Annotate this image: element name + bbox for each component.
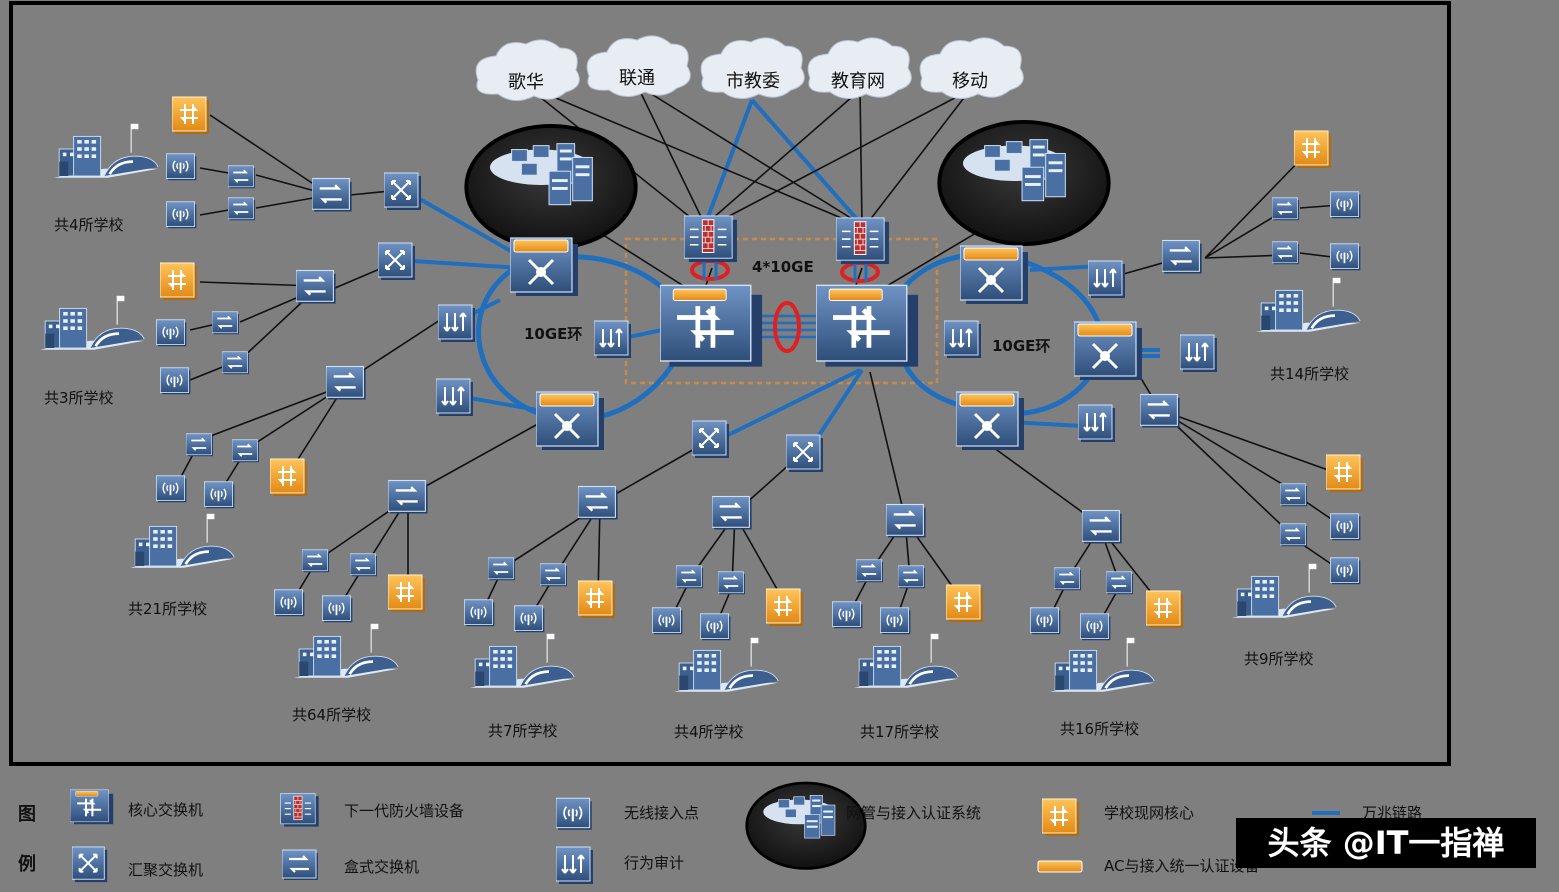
core-switch-right (816, 285, 918, 366)
school-count-label: 共9所学校 (1244, 650, 1314, 668)
school-count-label: 共17所学校 (860, 723, 939, 741)
left-ring-label: 10GE环 (524, 325, 582, 343)
legend-title-2: 例 (18, 853, 36, 875)
legend-audit-label: 行为审计 (624, 854, 684, 872)
agg-ac-switch (510, 236, 580, 298)
legend-firewall-icon (280, 792, 320, 828)
agg-switch (786, 434, 824, 473)
legend-audit-icon (556, 846, 594, 885)
school-count-label: 共3所学校 (44, 389, 114, 407)
school-group-g4a: 共4所学校 (52, 122, 160, 234)
box-switch (1162, 239, 1203, 275)
audit-device (594, 320, 632, 359)
legend-firewall-label: 下一代防火墙设备 (344, 802, 464, 820)
legend-box-switch-label: 盒式交换机 (344, 858, 419, 876)
school-group-g9: 共9所学校 (1230, 562, 1338, 668)
school-count-label: 共16所学校 (1060, 720, 1139, 738)
audit-device (1078, 404, 1116, 443)
box-switch (388, 479, 429, 515)
box-switch (296, 269, 337, 305)
legend-link-label: 万兆链路 (1362, 804, 1422, 822)
legend-title-1: 图 (18, 804, 36, 825)
legend-agg-switch-label: 汇聚交换机 (128, 861, 203, 879)
audit-device (944, 320, 982, 359)
cloud-label: 联通 (619, 68, 655, 89)
audit-device (436, 378, 474, 417)
school-count-label: 共7所学校 (488, 722, 558, 740)
agg-ac-switch (956, 390, 1026, 452)
school-group-g21: 共21所学校 (128, 512, 236, 618)
legend-agg-switch-icon (72, 846, 109, 884)
trunk-marker (773, 301, 801, 353)
management-auth-system-left (464, 123, 638, 250)
box-switch (886, 503, 927, 539)
core-switch-left (660, 285, 762, 366)
cloud-label: 教育网 (831, 71, 885, 92)
legend-core-switch-icon (70, 788, 114, 826)
core-dashed-box (624, 237, 939, 385)
agg-switch (378, 242, 416, 281)
legend-school-core-icon (1042, 798, 1080, 837)
legend-ap-label: 无线接入点 (624, 804, 699, 822)
agg-switch (692, 420, 730, 459)
school-count-label: 共4所学校 (54, 216, 124, 234)
watermark: 头条 @IT一指禅 (1236, 818, 1536, 868)
school-group-g16: 共16所学校 (1048, 636, 1156, 738)
trunk-label: 4*10GE (752, 258, 814, 276)
legend-mgmt-icon (745, 781, 867, 871)
cloud-label: 歌华 (508, 72, 544, 93)
school-group-g3: 共3所学校 (38, 294, 146, 407)
school-group-g4b: 共4所学校 (672, 636, 780, 741)
agg-ac-switch (536, 390, 606, 452)
cloud-yidong: 移动 (919, 37, 1024, 99)
legend-ac-label: AC与接入统一认证设备 (1104, 857, 1259, 875)
legend-box-switch-icon (282, 848, 320, 882)
school-group-g7: 共7所学校 (468, 632, 576, 740)
school-count-label: 共21所学校 (128, 600, 207, 618)
agg-ac-switch (960, 244, 1030, 306)
box-switch (1082, 509, 1123, 545)
agg-ac-switch (1074, 320, 1144, 382)
audit-device (1088, 260, 1126, 299)
box-switch (578, 485, 619, 521)
school-count-label: 共14所学校 (1270, 365, 1349, 383)
school-count-label: 共4所学校 (674, 723, 744, 741)
legend-ac-icon (1037, 860, 1083, 873)
cloud-shijiaowei: 市教委 (700, 37, 805, 99)
box-switch (1140, 393, 1181, 429)
legend-core-switch-label: 核心交换机 (128, 801, 203, 819)
management-auth-system-right (937, 119, 1111, 246)
cloud-jiaoyuwang: 教育网 (807, 37, 912, 99)
school-group-g64: 共64所学校 (292, 622, 400, 724)
cloud-label: 市教委 (726, 71, 780, 92)
school-group-g17: 共17所学校 (852, 632, 960, 741)
right-ring-label: 10GE环 (992, 337, 1050, 355)
cloud-liantong: 联通 (586, 35, 691, 97)
cloud-label: 移动 (952, 71, 988, 92)
firewall-right (836, 217, 890, 265)
diagram-frame (9, 1, 1451, 766)
trunk-4x10ge (758, 314, 820, 339)
audit-device (1180, 334, 1218, 373)
box-switch (312, 177, 353, 213)
audit-device (438, 304, 476, 343)
school-count-label: 共64所学校 (292, 706, 371, 724)
legend: 图 例 核心交换机 汇聚交换机 下一代防火墙设备 盒式交换机 无线接入点 行为审… (18, 781, 1422, 885)
legend-ap-icon (556, 797, 593, 831)
legend-school-core-label: 学校现网核心 (1104, 804, 1194, 822)
agg-switch (384, 172, 422, 211)
cloud-gehua: 歌华 (475, 39, 580, 101)
legend-mgmt-label: 网管与接入认证系统 (846, 804, 981, 822)
box-switch (712, 495, 753, 531)
box-switch (326, 365, 367, 401)
firewall-left (684, 215, 738, 263)
school-group-g14: 共14所学校 (1254, 276, 1362, 383)
